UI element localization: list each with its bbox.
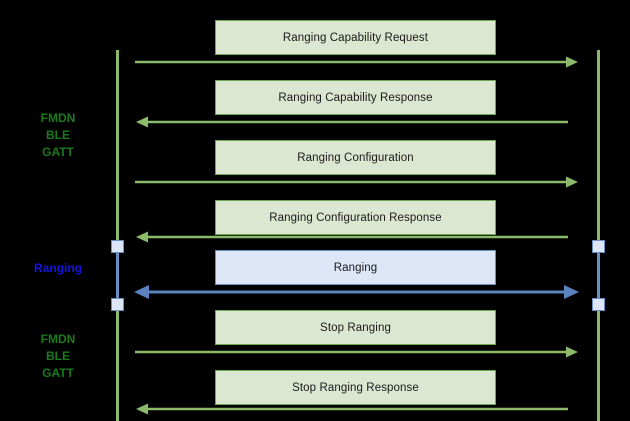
message-box-stop-ranging-response: Stop Ranging Response: [215, 370, 496, 405]
message-label: Ranging Configuration: [297, 151, 414, 164]
side-label-line: BLE: [46, 349, 70, 363]
message-label: Ranging Capability Response: [278, 91, 433, 104]
side-label-ranging-phase: Ranging: [10, 260, 106, 277]
side-label-fmdn-ble-gatt-bottom: FMDN BLE GATT: [10, 331, 106, 382]
message-label: Ranging: [333, 261, 378, 274]
left-activation-line: [116, 246, 119, 305]
right-lifeline: [597, 50, 600, 421]
left-activation-end-box: [111, 298, 124, 311]
message-label: Stop Ranging: [320, 321, 391, 334]
arrow-ranging-capability-response: [136, 116, 568, 128]
side-label-line: Ranging: [34, 261, 82, 275]
left-activation-start-box: [111, 240, 124, 253]
message-box-ranging: Ranging: [215, 250, 496, 285]
message-label: Ranging Capability Request: [282, 31, 429, 44]
arrow-ranging-capability-request: [135, 56, 578, 68]
message-label: Stop Ranging Response: [292, 381, 419, 394]
side-label-line: FMDN: [40, 332, 76, 346]
right-activation-line: [597, 246, 600, 305]
message-box-ranging-capability-response: Ranging Capability Response: [215, 80, 496, 115]
side-label-fmdn-ble-gatt-top: FMDN BLE GATT: [10, 110, 106, 161]
side-label-line: BLE: [46, 128, 70, 142]
message-box-ranging-configuration-response: Ranging Configuration Response: [215, 200, 496, 235]
message-box-stop-ranging: Stop Ranging: [215, 310, 496, 345]
arrow-ranging-bidirectional: [134, 285, 579, 299]
side-label-line: GATT: [42, 366, 74, 380]
message-label: Ranging Configuration Response: [269, 211, 442, 224]
arrow-stop-ranging: [135, 346, 578, 358]
message-box-ranging-capability-request: Ranging Capability Request: [215, 20, 496, 55]
right-activation-end-box: [592, 298, 605, 311]
side-label-line: GATT: [42, 145, 74, 159]
arrow-ranging-configuration: [135, 176, 578, 188]
arrow-stop-ranging-response: [136, 403, 568, 415]
right-activation-start-box: [592, 240, 605, 253]
left-lifeline: [116, 50, 119, 421]
side-label-line: FMDN: [40, 111, 76, 125]
message-box-ranging-configuration: Ranging Configuration: [215, 140, 496, 175]
